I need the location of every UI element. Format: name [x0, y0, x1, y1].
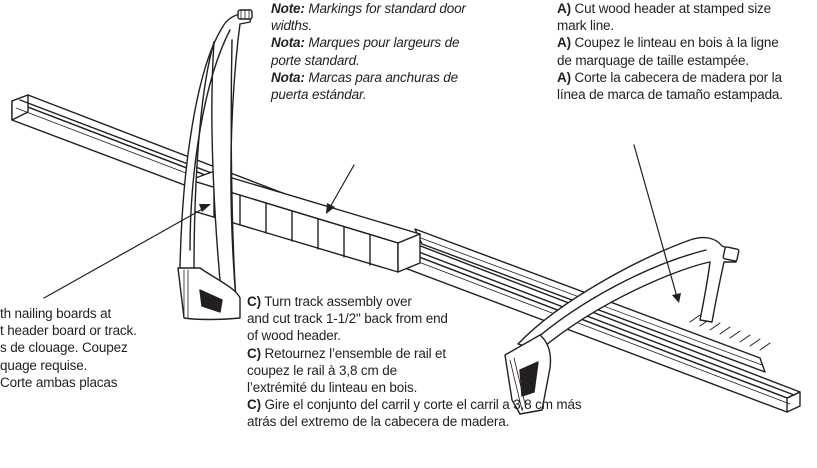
step-b-text: quage requise.: [0, 357, 88, 373]
note-line: widths.: [271, 17, 466, 34]
step-c-text: l’extrémité du linteau en bois.: [247, 380, 418, 396]
step-c-line: atrás del extremo de la cabecera de made…: [247, 413, 581, 430]
step-b-line: t header board or track.: [0, 322, 137, 339]
step-a-line: A) Cut wood header at stamped size: [557, 0, 783, 17]
step-b-text: th nailing boards at: [0, 306, 112, 321]
step-a-text: línea de marca de tamaño estampada.: [557, 87, 783, 103]
arrowhead-a: [672, 293, 681, 303]
note-label: Note:: [271, 1, 305, 16]
step-a-line: línea de marca de tamaño estampada.: [557, 86, 783, 103]
step-a-label: A): [557, 69, 571, 85]
note-label: Nota:: [271, 69, 305, 85]
step-a-label: A): [557, 35, 571, 51]
hacksaw-left: [177, 9, 253, 321]
leader-lines: [43, 144, 678, 299]
step-b-callout: th nailing boards at t header board or tr…: [0, 305, 137, 391]
step-c-text: Turn track assembly over: [260, 294, 412, 309]
note-text: widths.: [271, 18, 312, 34]
note-line: Note: Markings for standard door: [271, 0, 466, 17]
step-c-line: coupez le rail à 3,8 cm de: [247, 362, 581, 379]
marking-board: [189, 171, 421, 273]
step-a-text: Cut wood header at stamped size: [570, 1, 772, 16]
note-label: Nota:: [271, 35, 305, 51]
step-c-line: l’extrémité du linteau en bois.: [247, 379, 581, 396]
step-c-label: C): [247, 397, 261, 413]
note-text: porte standard.: [271, 52, 360, 68]
step-c-label: C): [247, 294, 261, 309]
step-b-text: s de clouage. Coupez: [0, 340, 128, 356]
step-c-line: C) Turn track assembly over: [247, 293, 581, 310]
note-line: Nota: Marcas para anchuras de: [271, 69, 466, 86]
step-c-line: C) Retournez l’ensemble de rail et: [247, 345, 581, 362]
rail-markings: [689, 314, 771, 351]
note-text: puerta estándar.: [271, 87, 367, 103]
step-a-text: de marquage de taille estampée.: [557, 52, 749, 68]
step-c-text: coupez le rail à 3,8 cm de: [247, 362, 397, 378]
note-line: puerta estándar.: [271, 86, 466, 103]
step-a-line: mark line.: [557, 17, 783, 34]
step-c-text: Gire el conjunto del carril y corte el c…: [260, 397, 582, 413]
step-c-line: and cut track 1-1/2" back from end: [247, 310, 581, 327]
step-a-text: Coupez le linteau en bois à la ligne: [570, 35, 779, 51]
step-c-text: and cut track 1-1/2" back from end: [247, 311, 448, 327]
note-text: Marcas para anchuras de: [304, 69, 458, 85]
step-b-line: quage requise.: [0, 357, 137, 374]
step-c-text: of wood header.: [247, 328, 341, 344]
step-c-text: Retournez l’ensemble de rail et: [260, 345, 447, 361]
step-c-line: of wood header.: [247, 327, 581, 344]
arrowhead-note: [326, 203, 335, 214]
step-b-line: s de clouage. Coupez: [0, 339, 137, 356]
step-c-line: C) Gire el conjunto del carril y corte e…: [247, 396, 582, 413]
step-a-line: de marquage de taille estampée.: [557, 52, 783, 69]
step-a-line: A) Coupez le linteau en bois à la ligne: [557, 34, 783, 51]
step-b-line: Corte ambas placas: [0, 374, 137, 391]
note-line: porte standard.: [271, 52, 466, 69]
note-text: Marques pour largeurs de: [304, 35, 460, 51]
step-a-line: A) Corte la cabecera de madera por la: [557, 69, 783, 86]
arrowhead-b: [199, 204, 211, 212]
step-a-text: mark line.: [557, 18, 615, 34]
step-b-text: t header board or track.: [0, 323, 137, 339]
note-line: Nota: Marques pour largeurs de: [271, 34, 466, 51]
step-b-text: Corte ambas placas: [0, 374, 118, 390]
step-c-label: C): [247, 345, 261, 361]
note-text: Markings for standard door: [304, 1, 466, 16]
step-a-label: A): [557, 1, 571, 16]
step-a-text: Corte la cabecera de madera por la: [570, 69, 782, 85]
step-c-text: atrás del extremo de la cabecera de made…: [247, 414, 510, 430]
step-b-line: th nailing boards at: [0, 305, 137, 322]
hacksaw-right: [504, 236, 740, 415]
